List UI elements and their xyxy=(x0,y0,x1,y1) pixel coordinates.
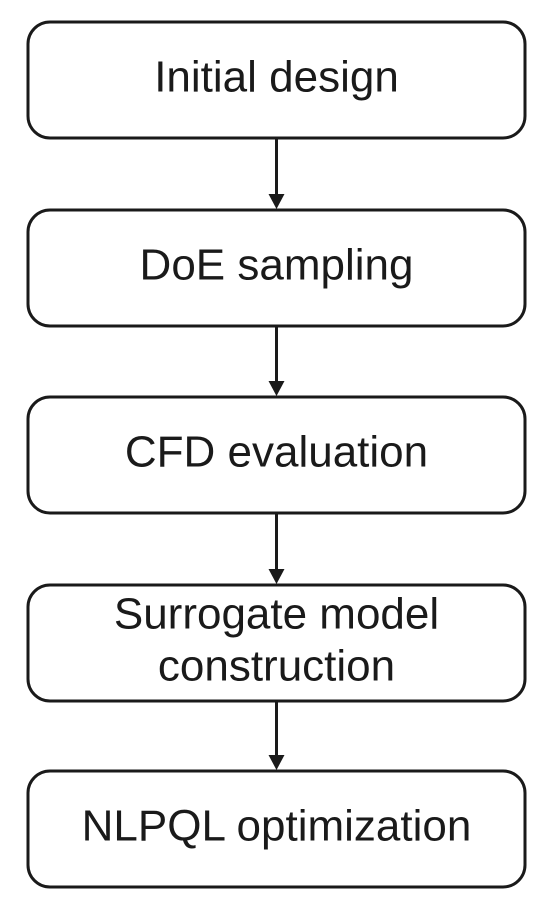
arrow-cfd-evaluation-to-surrogate-model-construction xyxy=(268,513,285,584)
node-label-surrogate-model-construction-line-2: construction xyxy=(158,642,395,691)
node-cfd-evaluation: CFD evaluation xyxy=(26,395,527,515)
arrow-surrogate-model-construction-to-nlpql-optimization xyxy=(268,701,285,770)
node-initial-design: Initial design xyxy=(26,20,527,140)
node-nlpql-optimization: NLPQL optimization xyxy=(26,769,527,889)
node-box-cfd-evaluation xyxy=(26,395,527,515)
node-box-surrogate-model-construction xyxy=(26,583,527,703)
arrow-initial-design-to-doe-sampling xyxy=(268,138,285,209)
node-label-nlpql-optimization: NLPQL optimization xyxy=(82,802,472,851)
node-box-nlpql-optimization xyxy=(26,769,527,889)
arrow-doe-sampling-to-cfd-evaluation xyxy=(268,326,285,396)
node-box-initial-design xyxy=(26,20,527,140)
arrow-head xyxy=(268,755,285,770)
node-label-surrogate-model-construction-line-1: Surrogate model xyxy=(114,590,439,639)
node-label-cfd-evaluation: CFD evaluation xyxy=(125,428,428,477)
node-doe-sampling: DoE sampling xyxy=(26,208,527,328)
arrow-head xyxy=(268,381,285,396)
node-label-initial-design: Initial design xyxy=(154,53,399,102)
node-label-doe-sampling: DoE sampling xyxy=(140,241,414,290)
arrow-head xyxy=(268,569,285,584)
edges-layer xyxy=(268,138,285,770)
arrow-head xyxy=(268,194,285,209)
node-box-doe-sampling xyxy=(26,208,527,328)
